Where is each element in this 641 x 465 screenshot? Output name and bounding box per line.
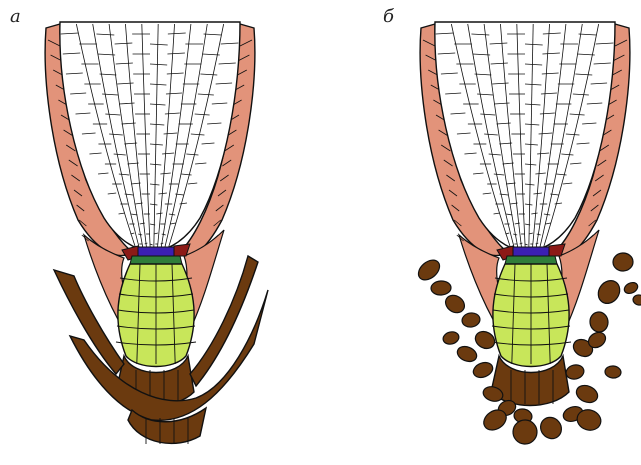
root-tip-a (45, 22, 268, 444)
sloughed-cap-cell (613, 253, 634, 272)
quiescent-center (138, 247, 174, 256)
sloughed-cap-cell (461, 312, 481, 329)
sloughed-cap-cell (471, 360, 495, 380)
sloughed-cap-cell (632, 294, 641, 306)
sloughed-cap-cell (431, 280, 452, 295)
sloughed-cap-cell (536, 413, 565, 443)
columella-initials (505, 256, 557, 264)
sloughed-cap-cell (589, 311, 610, 333)
sloughed-cap-cell (605, 365, 622, 378)
root-tip-b (415, 22, 641, 445)
sloughed-cap-cell (565, 363, 586, 381)
sloughed-cap-cell (442, 292, 468, 316)
sloughed-cap-cell (623, 280, 640, 295)
sloughed-cap-cell (415, 256, 444, 284)
sloughed-cap-cell (455, 344, 479, 364)
columella-initials (130, 256, 182, 264)
sloughed-cap-cell (512, 419, 538, 445)
quiescent-center (513, 247, 549, 256)
sloughed-cap-cell (574, 382, 601, 405)
sloughed-cap-cell (442, 330, 461, 346)
sloughed-cap-cell (594, 276, 624, 307)
panel-label-b: б (383, 6, 394, 27)
panel-label-a: а (10, 6, 21, 27)
